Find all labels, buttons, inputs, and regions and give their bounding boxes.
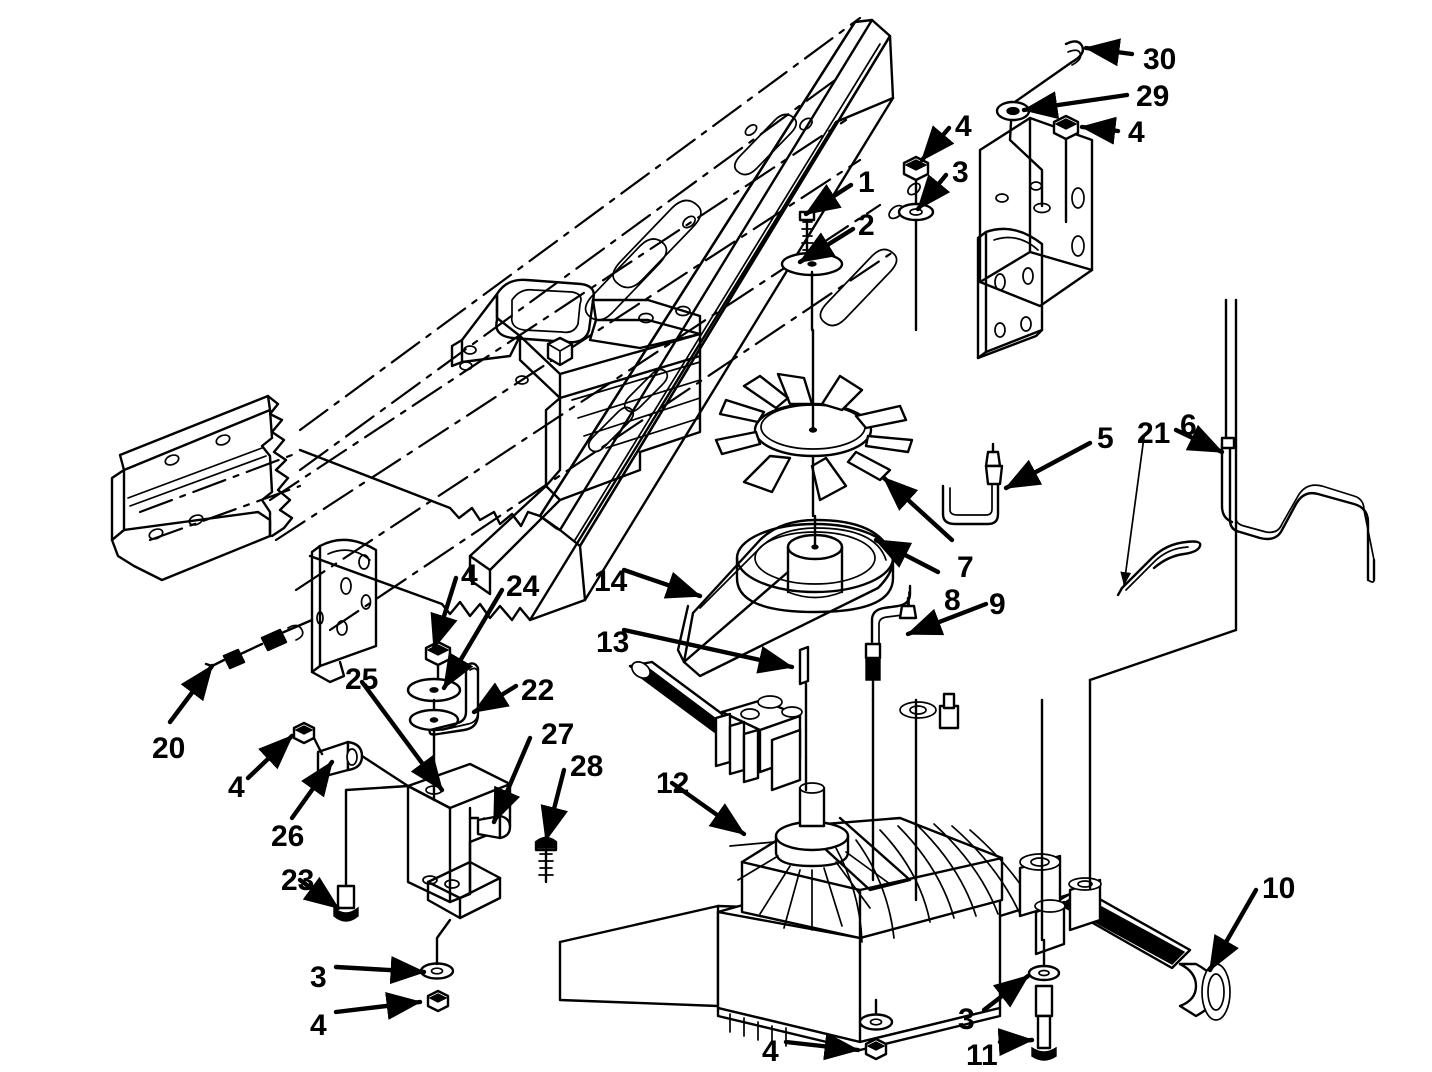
callout-3: 3 xyxy=(952,156,969,189)
part-25-mount-bracket xyxy=(406,762,512,920)
part-4-locknut-bottom-center xyxy=(864,1037,888,1061)
part-12-transaxle-assembly xyxy=(558,660,1231,1052)
callout-5: 5 xyxy=(1097,422,1114,455)
part-4-locknut-upper-right xyxy=(1052,114,1080,224)
callout-2: 2 xyxy=(858,209,875,242)
callout-30: 30 xyxy=(1143,43,1177,76)
callout-7: 7 xyxy=(957,551,974,584)
callout-11: 11 xyxy=(966,1039,998,1072)
callout-4: 4 xyxy=(228,771,245,804)
callout-24: 24 xyxy=(506,570,540,603)
part-23-self-tap-screw xyxy=(333,784,410,922)
part-28-pan-head-screw xyxy=(534,836,558,884)
callout-21: 21 xyxy=(1137,417,1171,450)
callout-1: 1 xyxy=(858,166,875,199)
callout-27: 27 xyxy=(541,718,575,751)
callout-28: 28 xyxy=(570,750,604,783)
part-3-washer-bottom-center xyxy=(858,998,894,1031)
part-20-brake-rod-link xyxy=(204,618,314,670)
callout-4: 4 xyxy=(1128,116,1145,149)
callout-12: 12 xyxy=(656,767,690,800)
callout-3: 3 xyxy=(310,961,327,994)
part-2-large-washer xyxy=(780,251,844,332)
part-6-shift-rod xyxy=(1220,298,1376,583)
part-4-locknut-center-top xyxy=(902,155,930,206)
callout-13: 13 xyxy=(596,626,630,659)
part-29-eye-washer xyxy=(995,100,1051,214)
transaxle-input-shaft xyxy=(628,660,803,792)
callout-4: 4 xyxy=(955,110,972,143)
part-13-woodruff-key xyxy=(798,645,810,686)
part-3-washer-bottom-left xyxy=(419,918,455,980)
callout-6: 6 xyxy=(1180,409,1197,442)
mount-bracket-upper-right xyxy=(978,116,1094,308)
part-26-shoulder-bolt xyxy=(312,736,410,788)
part-3-washer-center-top xyxy=(897,202,935,332)
callout-8: 8 xyxy=(944,584,961,617)
transaxle-right-bosses xyxy=(1018,853,1102,956)
callout-10: 10 xyxy=(1262,872,1296,905)
callout-4: 4 xyxy=(762,1035,779,1068)
part-30-spring-hook-rod xyxy=(1008,40,1085,208)
callout-14: 14 xyxy=(594,565,628,598)
callout-9: 9 xyxy=(989,588,1006,621)
callout-25: 25 xyxy=(345,663,379,696)
part-27-set-screw xyxy=(468,814,512,840)
leader-lines xyxy=(167,38,1259,1061)
callout-3: 3 xyxy=(958,1003,975,1036)
part-4-locknut-bottom-left xyxy=(426,989,450,1013)
callout-20: 20 xyxy=(152,732,186,765)
part-4-locknut-mid xyxy=(424,640,452,684)
callout-22: 22 xyxy=(521,674,555,707)
part-11-long-bolt xyxy=(1031,938,1057,1061)
part-5-u-bolt xyxy=(941,442,1004,526)
right-panel-top xyxy=(1088,628,1238,682)
part-3-washer-right-bottom xyxy=(1027,964,1061,982)
rail-slots xyxy=(584,113,921,327)
shield-plate-left xyxy=(310,538,378,684)
frame-rail-left-stub xyxy=(110,394,302,582)
part-21-bent-link-rod xyxy=(1116,540,1202,597)
callout-26: 26 xyxy=(271,820,305,853)
transaxle-internal-fan xyxy=(729,782,891,931)
callout-29: 29 xyxy=(1136,80,1170,113)
part-7-cooling-fan xyxy=(714,328,914,518)
callout-23: 23 xyxy=(281,864,315,897)
callout-4: 4 xyxy=(310,1009,327,1042)
part-4-locknut-left xyxy=(292,721,316,745)
shield-plate-upper-right xyxy=(976,227,1044,360)
part-9-z-bracket xyxy=(864,584,918,702)
callout-4: 4 xyxy=(461,559,478,592)
frame-cross-member xyxy=(450,278,702,596)
deck-plate-edge xyxy=(558,940,720,1008)
